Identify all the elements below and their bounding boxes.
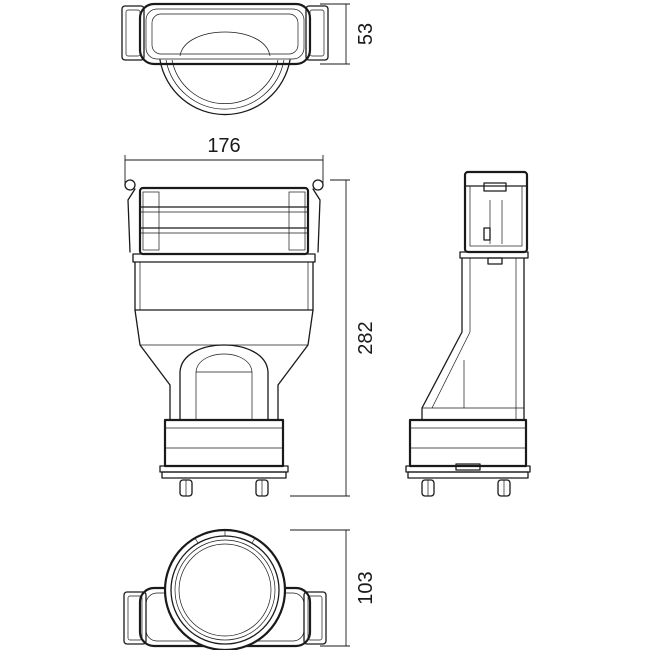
dimension-53: 53 xyxy=(320,3,377,65)
bottom-view xyxy=(123,528,327,650)
dimension-label-103: 103 xyxy=(355,571,377,604)
top-view xyxy=(121,2,329,116)
side-view xyxy=(405,170,531,497)
dimension-103: 103 xyxy=(290,529,377,647)
dimension-label-176: 176 xyxy=(207,135,240,157)
front-view xyxy=(124,179,324,497)
dimension-282: 282 xyxy=(290,179,377,497)
dimension-176: 176 xyxy=(124,135,324,185)
dimension-label-282: 282 xyxy=(355,321,377,354)
dimension-label-53: 53 xyxy=(355,23,377,45)
